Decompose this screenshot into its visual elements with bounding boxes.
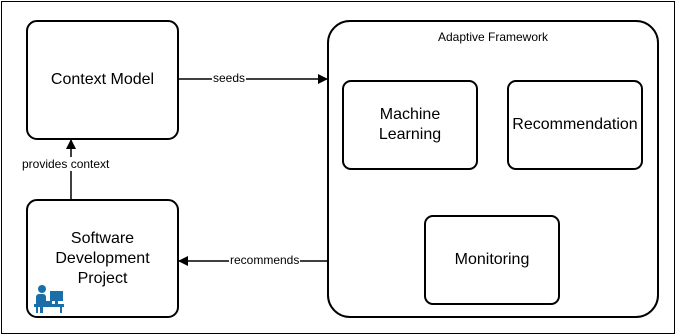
recommendation-box [507,80,643,170]
monitoring-box [424,215,560,305]
context-model-box [26,20,179,140]
machine-learning-box [342,80,478,170]
provides-context-edge-label: provides context [21,157,111,171]
recommends-edge-label: recommends [229,253,301,267]
seeds-edge-label: seeds [212,71,247,85]
developer-at-computer-icon [34,285,64,313]
software-project-box [26,199,179,318]
